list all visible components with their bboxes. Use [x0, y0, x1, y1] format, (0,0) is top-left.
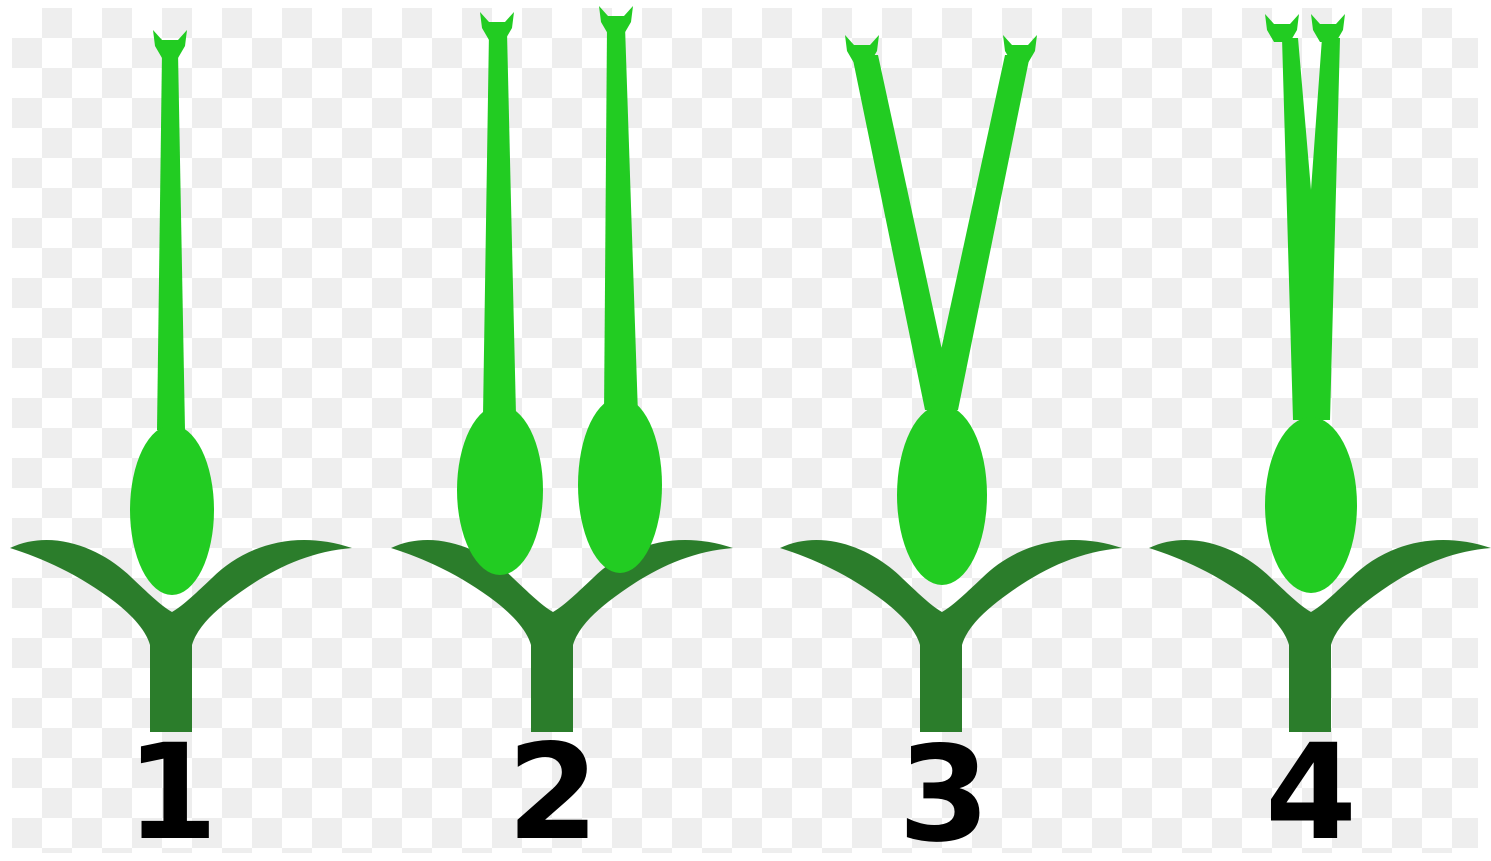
- carpel-3: [845, 35, 1037, 585]
- style-2a: [483, 32, 516, 415]
- style-3a: [852, 55, 955, 410]
- style-3b: [928, 55, 1030, 410]
- stigma-1: [153, 30, 187, 58]
- style-1: [157, 52, 185, 430]
- style-2b: [604, 26, 638, 415]
- stigma-2b: [599, 6, 633, 34]
- ovary-2b: [578, 397, 662, 573]
- carpel-4: [1265, 14, 1357, 593]
- figure-4: 4: [1149, 14, 1491, 861]
- figure-1: 1: [10, 30, 352, 861]
- figure-label-2: 2: [507, 716, 599, 861]
- carpel-1: [130, 30, 214, 595]
- figure-2: 2: [391, 6, 733, 861]
- stigma-4b: [1311, 14, 1345, 42]
- ovary-2a: [457, 405, 543, 575]
- carpel-2a: [457, 12, 543, 575]
- ovary-3: [897, 405, 987, 585]
- carpel-2b: [578, 6, 662, 573]
- stigma-4a: [1265, 14, 1299, 42]
- figure-label-1: 1: [126, 716, 218, 861]
- figure-3: 3: [780, 35, 1122, 861]
- style-4: [1282, 38, 1340, 420]
- ovary-4: [1265, 417, 1357, 593]
- ovary-1: [130, 425, 214, 595]
- figure-label-3: 3: [898, 718, 990, 861]
- stigma-2a: [480, 12, 514, 40]
- figure-label-4: 4: [1265, 716, 1357, 861]
- receptacle-2: [391, 540, 733, 732]
